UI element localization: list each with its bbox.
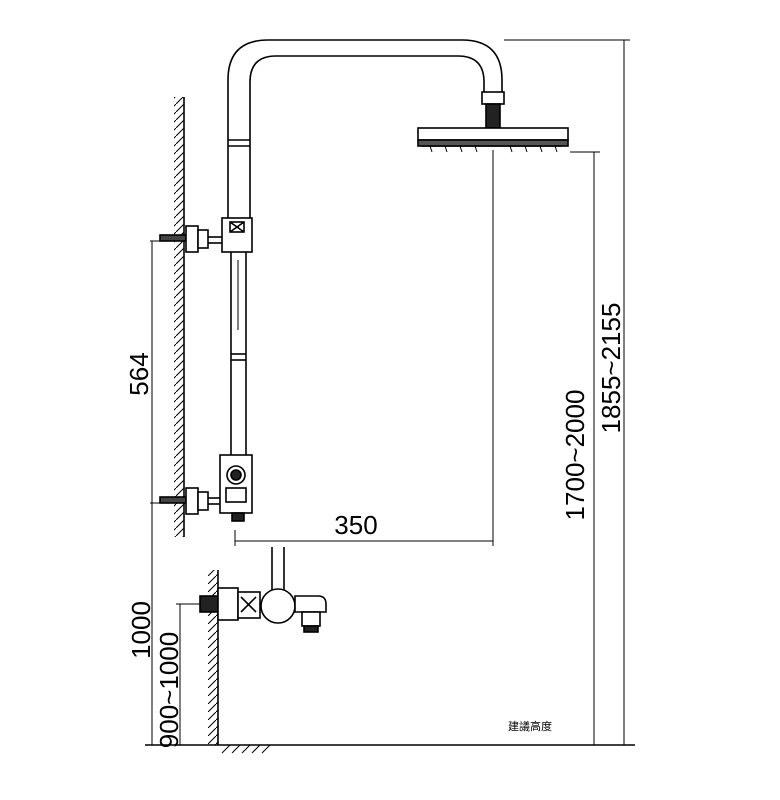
mixer-valve — [199, 547, 327, 633]
upper-wall — [174, 97, 185, 537]
dim-bracket-spacing-label: 564 — [124, 352, 154, 395]
floor-line — [145, 744, 635, 754]
dim-overall-height-label: 1855~2155 — [596, 303, 626, 434]
dimension-lines — [150, 39, 630, 745]
shower-riser-pipe — [227, 39, 503, 455]
lower-wall-bracket — [159, 454, 253, 522]
upper-wall-bracket — [159, 217, 253, 253]
dim-mixer-height-range-label: 900~1000 — [154, 632, 184, 748]
dim-arm-reach-label: 350 — [334, 510, 377, 540]
dim-mixer-height-max-label: 1000 — [126, 601, 156, 659]
dim-showerhead-height-label: 1700~2000 — [560, 390, 590, 521]
recommended-height-note: 建議高度 — [508, 719, 552, 733]
shower-head — [417, 91, 569, 153]
